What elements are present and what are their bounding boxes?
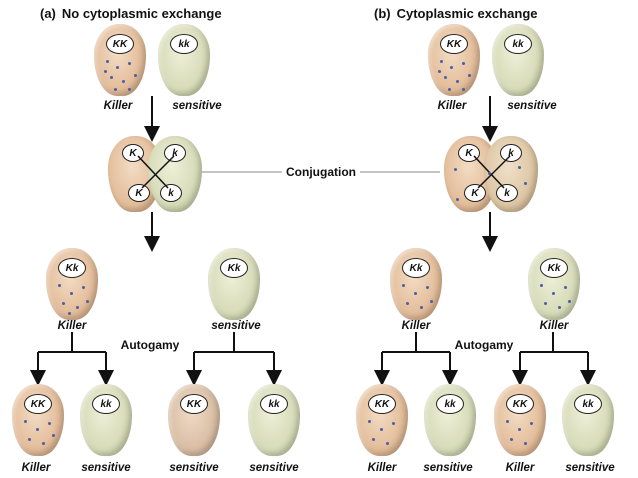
label-progeny-b-2: sensitive (423, 462, 473, 474)
panel-a-title: (a) No cytoplasmic exchange (40, 6, 222, 21)
nucleus: KK (506, 394, 534, 414)
progeny-cell-a-3: KK (168, 384, 220, 456)
label-parent-sensitive-a: sensitive (172, 100, 222, 112)
label-parent-killer-b: Killer (437, 100, 467, 112)
panel-b-tag: (b) (374, 6, 391, 21)
label-exconjugant-right-a: sensitive (211, 320, 261, 332)
panel-a-tag: (a) (40, 6, 56, 21)
label-progeny-a-4: sensitive (249, 462, 299, 474)
progeny-cell-b-4: kk (562, 384, 614, 456)
label-parent-killer-a: Killer (103, 100, 133, 112)
nucleus: KK (180, 394, 208, 414)
nucleus: KK (24, 394, 52, 414)
label-progeny-a-2: sensitive (81, 462, 131, 474)
autogamy-tree-a-right (186, 332, 282, 386)
label-exconjugant-left-a: Killer (57, 320, 87, 332)
panel-a-heading: No cytoplasmic exchange (61, 6, 222, 21)
progeny-cell-a-1: KK (12, 384, 64, 456)
parent-sensitive-cell-a: kk (158, 24, 210, 96)
parent-killer-cell-a: KK (94, 24, 146, 96)
nucleus: kk (504, 34, 532, 54)
nucleus: K (128, 184, 150, 202)
nucleus: kk (574, 394, 602, 414)
label-progeny-a-3: sensitive (169, 462, 219, 474)
panel-b-title: (b) Cytoplasmic exchange (374, 6, 538, 21)
autogamy-tree-b-left (374, 332, 458, 386)
label-progeny-b-3: Killer (505, 462, 535, 474)
nucleus: k (164, 144, 186, 162)
nucleus: Kk (220, 258, 248, 278)
exconjugant-right-cell-a: Kk (208, 248, 260, 320)
label-progeny-a-1: Killer (21, 462, 51, 474)
parent-killer-cell-b: KK (428, 24, 480, 96)
nucleus: Kk (402, 258, 430, 278)
nucleus: Kk (58, 258, 86, 278)
parent-sensitive-cell-b: kk (492, 24, 544, 96)
panel-b-heading: Cytoplasmic exchange (396, 6, 538, 21)
exconjugant-left-cell-a: Kk (46, 248, 98, 320)
conjugation-label: Conjugation (282, 165, 360, 179)
nuclei-exchange-cross (137, 155, 175, 189)
progeny-cell-b-1: KK (356, 384, 408, 456)
nucleus: kk (260, 394, 288, 414)
progeny-cell-a-4: kk (248, 384, 300, 456)
autogamy-tree-a-left (30, 332, 114, 386)
nucleus: k (500, 144, 522, 162)
label-exconjugant-right-b: Killer (539, 320, 569, 332)
nucleus: kk (436, 394, 464, 414)
nucleus: KK (106, 34, 134, 54)
nucleus: k (496, 184, 518, 202)
nucleus: kk (92, 394, 120, 414)
progeny-cell-a-2: kk (80, 384, 132, 456)
label-parent-sensitive-b: sensitive (507, 100, 557, 112)
progeny-cell-b-3: KK (494, 384, 546, 456)
nucleus: KK (440, 34, 468, 54)
autogamy-tree-b-right (512, 332, 596, 386)
autogamy-label-b: Autogamy (450, 338, 518, 352)
label-progeny-b-4: sensitive (565, 462, 615, 474)
conjugating-pair-b: K k K k (444, 136, 540, 212)
label-exconjugant-left-b: Killer (401, 320, 431, 332)
exconjugant-right-cell-b: Kk (528, 248, 580, 320)
nucleus: k (160, 184, 182, 202)
nucleus: Kk (540, 258, 568, 278)
progeny-cell-b-2: kk (424, 384, 476, 456)
nucleus: K (464, 184, 486, 202)
exconjugant-left-cell-b: Kk (390, 248, 442, 320)
label-progeny-b-1: Killer (367, 462, 397, 474)
conjugating-pair-a: K k K k (108, 136, 204, 212)
nucleus: KK (368, 394, 396, 414)
autogamy-label-a: Autogamy (116, 338, 184, 352)
nucleus: kk (170, 34, 198, 54)
